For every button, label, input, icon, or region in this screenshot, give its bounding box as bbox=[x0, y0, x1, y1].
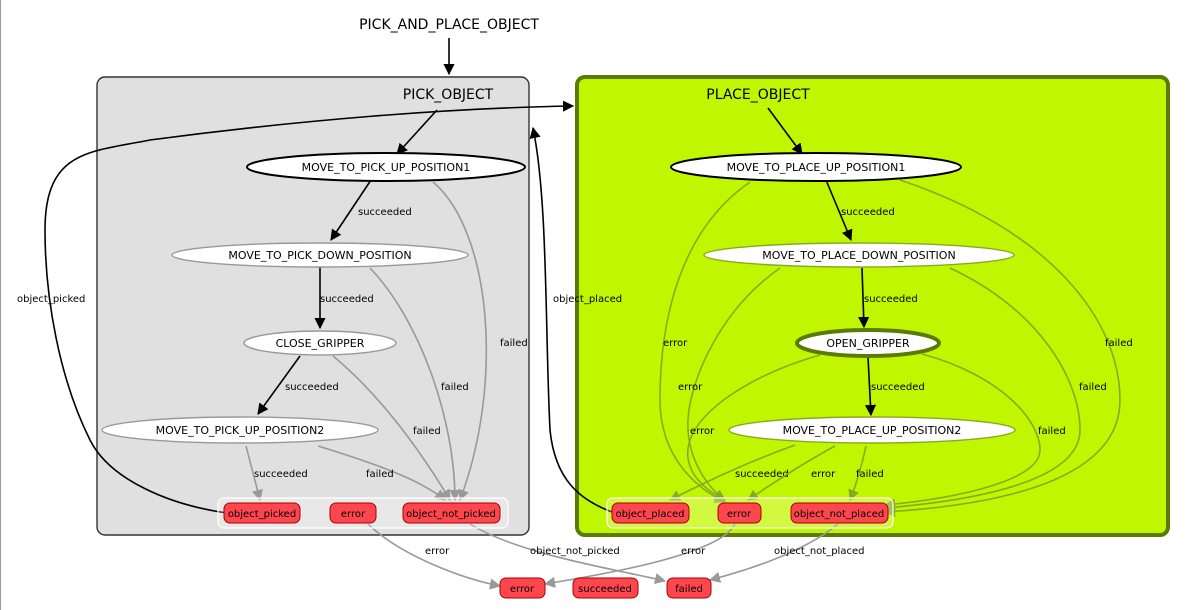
edge-label-error: error bbox=[811, 469, 836, 480]
outcome-label: error bbox=[341, 509, 366, 520]
top-title: PICK_AND_PLACE_OBJECT bbox=[359, 17, 539, 33]
edge-place-s2-notplaced bbox=[883, 267, 1081, 513]
state-label: CLOSE_GRIPPER bbox=[276, 337, 365, 350]
place-object-title: PLACE_OBJECT bbox=[706, 87, 810, 103]
edge-place-s3-error bbox=[687, 354, 821, 501]
outcome-error[interactable] bbox=[329, 502, 377, 524]
final-outcome-succeeded[interactable] bbox=[572, 577, 639, 599]
edge-place-s3-s4 bbox=[864, 356, 877, 417]
edge-label-failed: failed bbox=[1105, 338, 1133, 349]
place-object-container[interactable] bbox=[575, 75, 1170, 537]
edge-place-s4-notplaced bbox=[848, 445, 867, 502]
edge-place-error-final bbox=[543, 523, 736, 588]
outcome-label: object_not_picked bbox=[406, 509, 496, 520]
edge-pick-entry bbox=[396, 109, 438, 155]
state-open-gripper[interactable] bbox=[795, 328, 941, 358]
state-label: OPEN_GRIPPER bbox=[826, 337, 910, 350]
edge-place-s2-error bbox=[687, 267, 781, 501]
edge-object-placed-to-pick bbox=[529, 126, 613, 513]
state-label: MOVE_TO_PLACE_UP_POSITION1 bbox=[727, 161, 906, 174]
edge-label-failed: failed bbox=[856, 469, 884, 480]
edge-pick-s4-picked bbox=[245, 445, 263, 502]
edge-pick-s3-notpicked bbox=[332, 355, 451, 501]
edge-label-object-picked: object_picked bbox=[17, 294, 85, 305]
state-move-to-pick-down-position[interactable] bbox=[171, 242, 469, 268]
edge-label-failed: failed bbox=[366, 469, 394, 480]
edge-place-s1-notplaced bbox=[883, 179, 1121, 517]
state-label: MOVE_TO_PLACE_DOWN_POSITION bbox=[762, 249, 955, 262]
edge-label-succeeded: succeeded bbox=[841, 207, 895, 218]
edge-label-succeeded: succeeded bbox=[285, 382, 339, 393]
pick-object-title: PICK_OBJECT bbox=[403, 87, 494, 103]
edge-label-object-placed: object_placed bbox=[553, 294, 622, 305]
edge-label-error: error bbox=[690, 426, 715, 437]
edge-place-s4-placed bbox=[668, 444, 796, 501]
edge-place-s4-error bbox=[747, 445, 836, 501]
state-move-to-place-up-position2[interactable] bbox=[728, 416, 1016, 444]
edge-label-failed: failed bbox=[413, 426, 441, 437]
outcome-label: object_not_placed bbox=[794, 509, 884, 520]
edge-label-succeeded: succeeded bbox=[735, 469, 789, 480]
edge-place-entry bbox=[767, 107, 803, 155]
edge-place-s2-s3 bbox=[858, 267, 870, 329]
edge-label-error: error bbox=[663, 338, 688, 349]
edge-place-notplaced-final bbox=[708, 523, 839, 583]
state-move-to-pick-up-position1[interactable] bbox=[246, 152, 526, 182]
edge-label-succeeded: succeeded bbox=[254, 469, 308, 480]
edge-pick-s1-s2 bbox=[330, 179, 372, 241]
edge-pick-error-final bbox=[367, 523, 502, 590]
edge-label-failed: failed bbox=[1079, 382, 1107, 393]
state-label: MOVE_TO_PICK_UP_POSITION1 bbox=[302, 161, 471, 174]
final-outcome-label: error bbox=[510, 584, 535, 595]
edge-object-picked-to-place bbox=[44, 100, 575, 514]
edge-place-s1-s2 bbox=[825, 179, 853, 242]
edge-label-object-not-picked: object_not_picked bbox=[530, 546, 620, 557]
edge-label-error: error bbox=[425, 546, 450, 557]
edge-label-object-not-placed: object_not_placed bbox=[774, 546, 864, 557]
edge-pick-s4-notpicked bbox=[317, 445, 446, 501]
edge-place-s3-notplaced bbox=[883, 353, 1041, 510]
outcome-label: object_picked bbox=[228, 509, 296, 520]
edge-label-succeeded: succeeded bbox=[358, 207, 412, 218]
edge-label-failed: failed bbox=[500, 338, 528, 349]
final-outcome-error[interactable] bbox=[499, 577, 546, 599]
edge-label-succeeded: succeeded bbox=[320, 294, 374, 305]
edge-label-failed: failed bbox=[1038, 426, 1066, 437]
outcome-object-picked[interactable] bbox=[223, 502, 301, 524]
edge-label-error: error bbox=[681, 546, 706, 557]
edge-label-succeeded: succeeded bbox=[871, 382, 925, 393]
pick-object-container[interactable] bbox=[96, 76, 530, 536]
edge-pick-notpicked-final bbox=[469, 523, 667, 585]
edge-pick-s2-notpicked bbox=[369, 267, 461, 502]
state-move-to-pick-up-position2[interactable] bbox=[101, 416, 379, 444]
edge-label-failed: failed bbox=[441, 382, 469, 393]
state-move-to-place-up-position1[interactable] bbox=[670, 152, 962, 182]
state-label: MOVE_TO_PICK_DOWN_POSITION bbox=[228, 249, 411, 262]
outcome-error[interactable] bbox=[717, 502, 762, 524]
edge-label-error: error bbox=[678, 382, 703, 393]
final-outcome-failed[interactable] bbox=[666, 577, 712, 599]
outcome-label: object_placed bbox=[615, 509, 684, 520]
state-label: MOVE_TO_PLACE_UP_POSITION2 bbox=[783, 424, 962, 437]
state-move-to-place-down-position[interactable] bbox=[703, 242, 1015, 268]
edge-pick-s1-notpicked bbox=[432, 181, 488, 502]
edge-pick-s3-s4 bbox=[257, 355, 301, 415]
final-outcome-label: succeeded bbox=[578, 584, 632, 595]
outcome-object-not-placed[interactable] bbox=[790, 502, 889, 524]
state-label: MOVE_TO_PICK_UP_POSITION2 bbox=[156, 424, 325, 437]
outcome-object-placed[interactable] bbox=[611, 502, 690, 524]
final-outcome-label: failed bbox=[675, 584, 703, 595]
outcome-object-not-picked[interactable] bbox=[402, 502, 501, 524]
edge-label-succeeded: succeeded bbox=[864, 294, 918, 305]
edge-place-s1-error bbox=[659, 181, 751, 503]
outcome-label: error bbox=[727, 509, 752, 520]
state-close-gripper[interactable] bbox=[243, 330, 397, 356]
